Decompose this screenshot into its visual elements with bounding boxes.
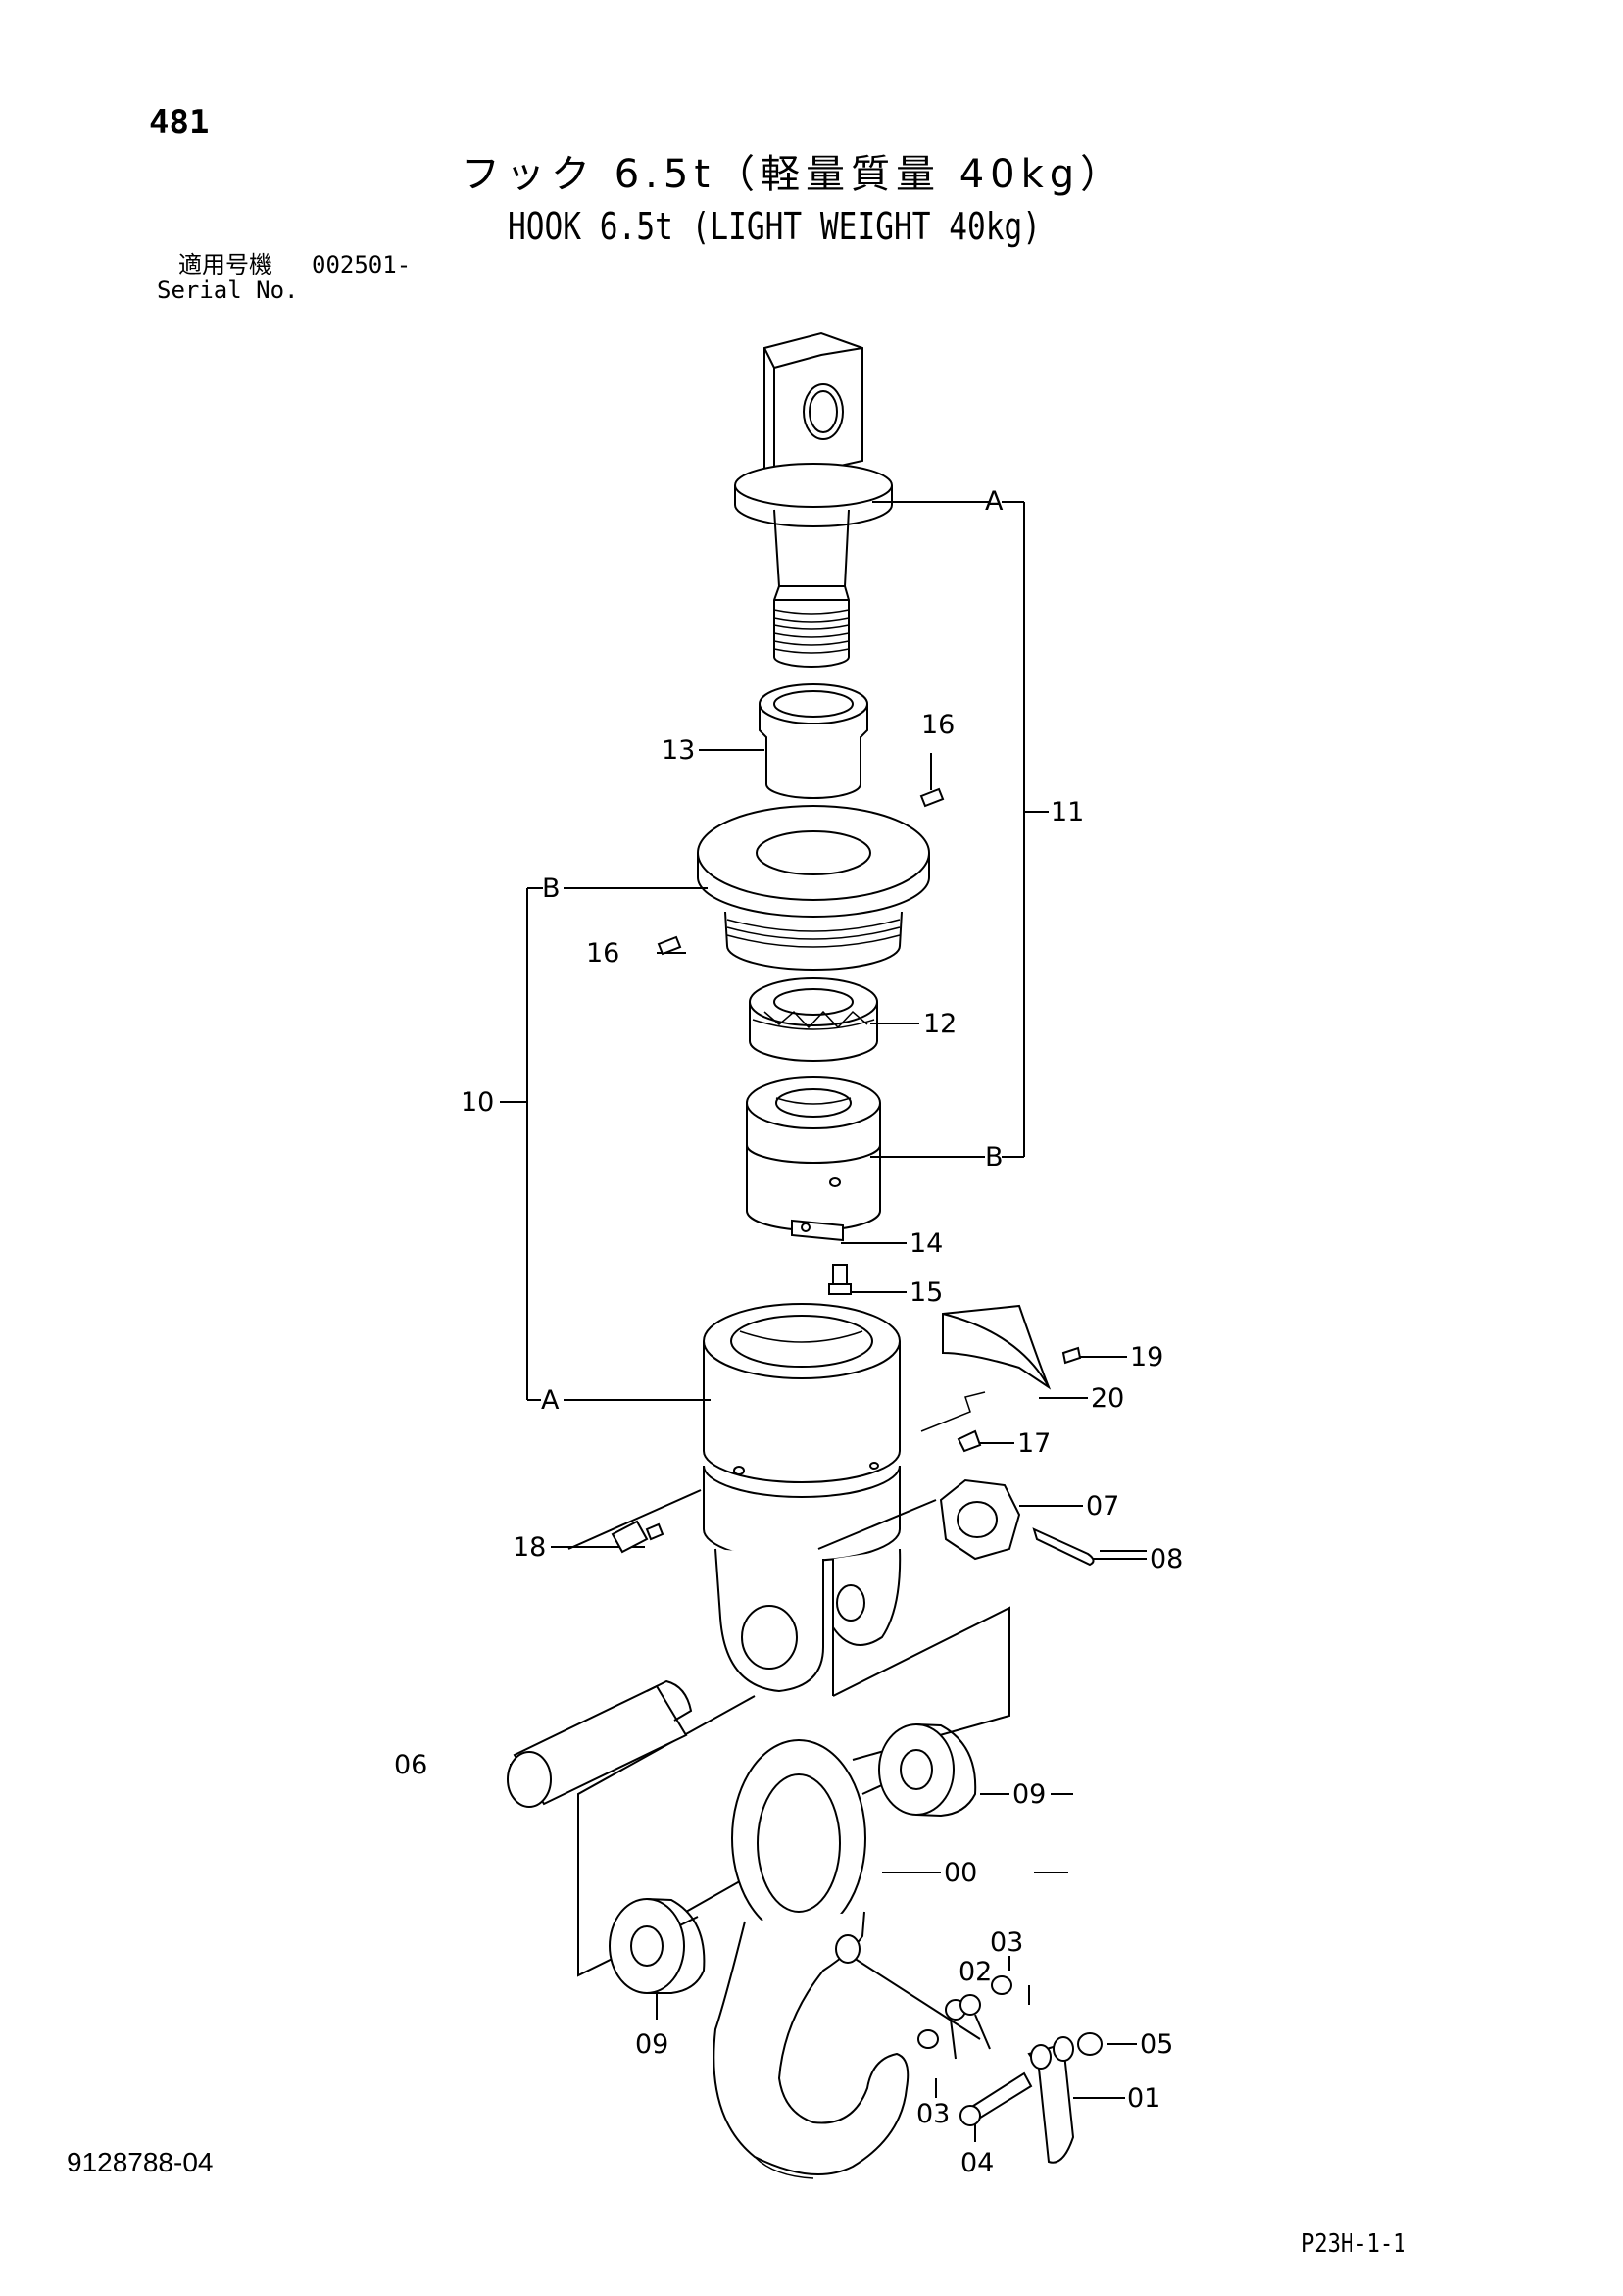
- latch-spring: [945, 1994, 991, 2060]
- serial-label-japanese: 適用号機: [178, 251, 272, 278]
- callout-17: 17: [1017, 1428, 1051, 1459]
- latch-nut: [1077, 2032, 1103, 2056]
- callout-18: 18: [513, 1532, 546, 1563]
- title-japanese: フック 6.5t（軽量質量 40kg）: [461, 152, 1126, 197]
- callout-08: 08: [1150, 1544, 1183, 1574]
- callout-09-left: 09: [635, 2029, 668, 2060]
- callout-03-lower: 03: [916, 2099, 950, 2129]
- callout-16-lower: 16: [586, 938, 619, 969]
- threaded-collar: [746, 1076, 881, 1231]
- latch-bushing: [917, 1975, 1012, 2049]
- serial-label-english: Serial No.: [157, 276, 299, 304]
- callout-20: 20: [1091, 1383, 1124, 1414]
- eyebolt-clevis: [734, 331, 893, 668]
- callout-07: 07: [1086, 1491, 1119, 1522]
- document-number: 9128788-04: [67, 2147, 214, 2177]
- lock-bolt: [828, 1264, 852, 1295]
- callout-04: 04: [960, 2148, 994, 2178]
- bushing: [759, 683, 868, 799]
- cover-screw: [1061, 1346, 1082, 1365]
- thrust-bearing: [749, 977, 878, 1062]
- latch: [1027, 2036, 1075, 2164]
- callout-09-right: 09: [1012, 1779, 1046, 1810]
- callout-A-lower: A: [541, 1385, 560, 1416]
- callout-12: 12: [923, 1009, 957, 1039]
- latch-bolt: [959, 2071, 1033, 2126]
- callout-06: 06: [394, 1750, 427, 1780]
- washer-left: [609, 1898, 706, 1994]
- callout-11: 11: [1051, 797, 1084, 827]
- callout-13: 13: [662, 735, 695, 766]
- page-code: P23H-1-1: [1302, 2229, 1406, 2259]
- callout-15: 15: [910, 1277, 943, 1308]
- callout-05: 05: [1140, 2029, 1173, 2060]
- callout-A-top: A: [985, 486, 1004, 517]
- flange-nut: [697, 805, 930, 971]
- castle-nut: [939, 1478, 1021, 1561]
- washer-right: [878, 1723, 977, 1818]
- title-english: HOOK 6.5t (LIGHT WEIGHT 40kg): [508, 205, 1042, 248]
- callout-B-upper: B: [542, 873, 561, 904]
- grease-nipple: [611, 1520, 664, 1554]
- cotter-pin: [1032, 1527, 1095, 1567]
- callout-10: 10: [461, 1087, 494, 1118]
- callout-03-upper: 03: [990, 1927, 1023, 1958]
- callout-16-upper: 16: [921, 710, 955, 740]
- page-number: 481: [149, 103, 210, 142]
- serial-value: 002501-: [312, 251, 412, 278]
- set-screw-upper: [919, 787, 945, 808]
- grease-plug: [957, 1429, 982, 1453]
- callout-01: 01: [1127, 2083, 1160, 2114]
- callout-B-lower: B: [985, 1142, 1004, 1173]
- set-screw-lower: [657, 935, 682, 956]
- callout-02: 02: [959, 1957, 992, 1987]
- cover-plate: [942, 1304, 1052, 1390]
- callout-00: 00: [944, 1858, 977, 1888]
- hook-pin: [507, 1679, 693, 1808]
- callout-14: 14: [910, 1228, 943, 1259]
- swivel-housing: [703, 1303, 902, 1693]
- callout-19: 19: [1130, 1342, 1163, 1373]
- callout-labels: A 11 13 16 B 16 12 10 B 14 15 19 A 20 17…: [394, 486, 1183, 2178]
- main-hook: [713, 1739, 910, 2179]
- lock-plate: [791, 1219, 844, 1242]
